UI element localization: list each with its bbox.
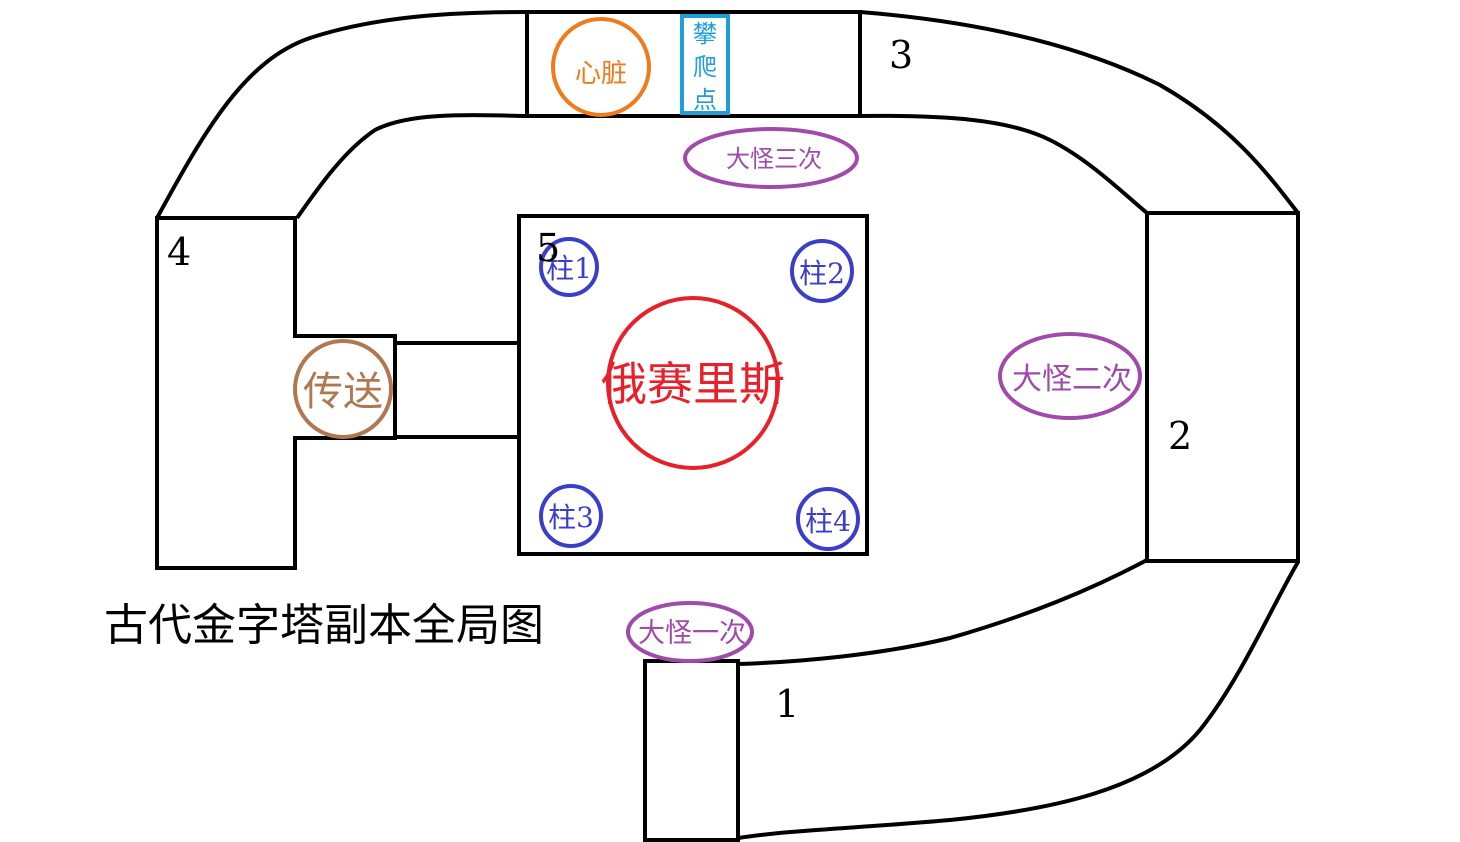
boss-marker (606, 296, 780, 470)
monster-second-marker (998, 332, 1142, 420)
corridor-top-left-outer (155, 10, 528, 219)
monster-third-marker (683, 127, 859, 189)
zone-5-number: 5 (536, 226, 560, 270)
heart-label: 心脏 (575, 59, 627, 89)
pillar-4-marker (796, 487, 860, 551)
pillar-1-label: 柱1 (546, 252, 592, 285)
corridor-bottom-right-inner (737, 558, 1148, 666)
climb-point-label-3: 点 (693, 86, 717, 114)
pillar-2-label: 柱2 (799, 257, 845, 290)
room-5 (517, 214, 869, 556)
climb-point-label-2: 爬 (693, 53, 717, 81)
monster-first-marker (626, 601, 754, 663)
pillar-3-label: 柱3 (548, 501, 594, 534)
room-3 (525, 10, 862, 118)
room-1 (643, 659, 740, 842)
zone-2-number: 2 (1168, 414, 1192, 458)
corridor-top-right-inner (859, 113, 1149, 215)
monster-third-label: 大怪三次 (726, 145, 822, 173)
room-2 (1145, 211, 1300, 563)
corridor-top-left-inner (295, 113, 528, 220)
teleport-label: 传送 (303, 369, 383, 415)
corridor-bottom-right-outer (737, 560, 1300, 840)
corridor-top-right-outer (859, 10, 1300, 215)
monster-second-label: 大怪二次 (1012, 362, 1132, 397)
pillar-1-marker (539, 237, 599, 297)
pillar-4-label: 柱4 (805, 505, 851, 538)
pillar-3-marker (539, 484, 603, 548)
pillar-2-marker (790, 239, 854, 303)
zone-4-number: 4 (167, 230, 191, 274)
zone-1-number: 1 (775, 682, 799, 726)
teleport-marker (293, 339, 393, 439)
monster-first-label: 大怪一次 (638, 618, 746, 649)
passage-to-room-5 (395, 341, 519, 439)
corridor-walls (155, 10, 1300, 840)
climb-point-box (680, 14, 730, 115)
map-title: 古代金字塔副本全局图 (104, 600, 544, 651)
zone-3-number: 3 (889, 33, 913, 77)
heart-marker (551, 17, 651, 117)
climb-point-label-1: 攀 (693, 20, 717, 48)
boss-label: 俄赛里斯 (601, 357, 785, 411)
